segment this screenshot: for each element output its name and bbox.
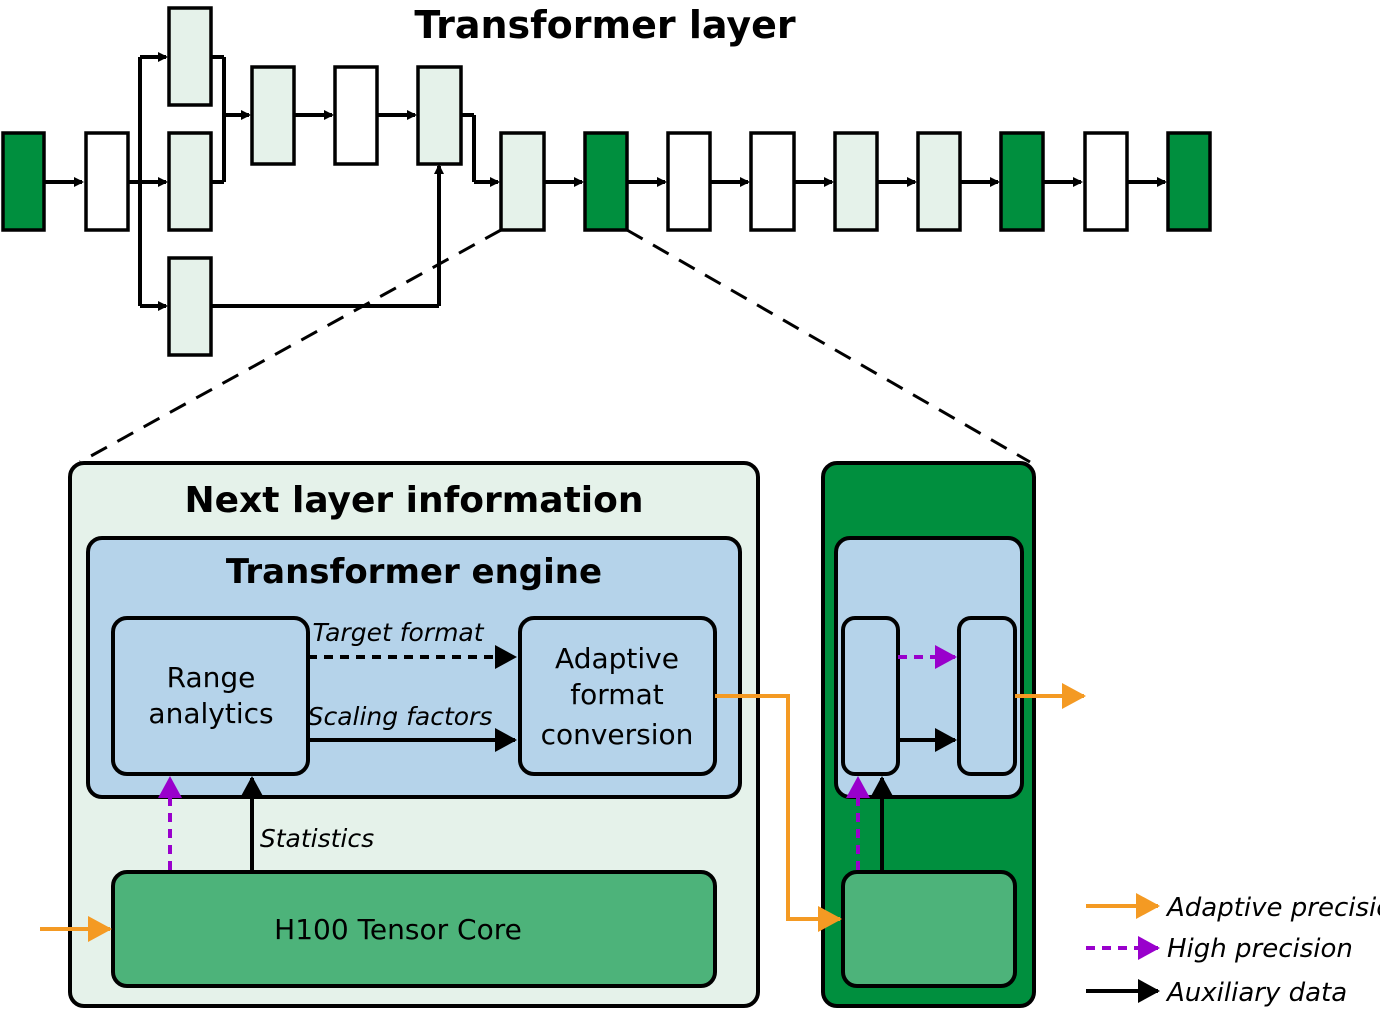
next-layer-info-title: Next layer information xyxy=(184,480,643,521)
pipeline-block xyxy=(167,256,213,357)
pipeline-block xyxy=(1,131,46,232)
zoom-lines xyxy=(79,228,1031,464)
transformer-engine-title: Transformer engine xyxy=(226,552,602,592)
pipeline-block xyxy=(999,131,1045,232)
next-layer-range-block xyxy=(841,616,900,776)
pipeline-block xyxy=(916,131,962,232)
next-layer-conversion-block xyxy=(957,616,1017,776)
statistics-label: Statistics xyxy=(260,824,374,853)
pipeline-block xyxy=(167,6,213,107)
conversion-line1: Adaptive xyxy=(555,642,679,675)
legend: Adaptive precision High precision Auxili… xyxy=(1086,893,1380,1008)
pipeline-connectors xyxy=(44,52,1167,311)
pipeline-block-zoomed-engine xyxy=(499,131,546,232)
range-analytics-line1: Range xyxy=(167,661,256,694)
pipeline-block xyxy=(833,131,879,232)
range-analytics-line2: analytics xyxy=(148,697,273,730)
pipeline-block xyxy=(666,131,712,232)
legend-high-label: High precision xyxy=(1167,934,1353,964)
diagram-title: Transformer layer xyxy=(414,3,796,47)
legend-auxiliary-label: Auxiliary data xyxy=(1165,978,1347,1008)
legend-adaptive-label: Adaptive precision xyxy=(1165,893,1380,923)
conversion-line3: conversion xyxy=(541,718,694,751)
pipeline-block-zoomed-core xyxy=(583,131,629,232)
h100-tensor-core-label: H100 Tensor Core xyxy=(274,913,522,946)
next-layer-tensor-core-block xyxy=(841,870,1017,988)
pipeline-block xyxy=(250,65,296,166)
h100-tensor-core-block xyxy=(111,870,717,988)
pipeline-blocks xyxy=(1,6,1212,357)
pipeline-block xyxy=(333,65,379,166)
adaptive-precision-path xyxy=(715,694,842,932)
pipeline-block xyxy=(416,65,463,166)
scaling-factors-label: Scaling factors xyxy=(308,702,493,731)
pipeline-block xyxy=(1083,131,1129,232)
target-format-label: Target format xyxy=(312,618,484,647)
pipeline-block xyxy=(84,131,130,232)
pipeline-block xyxy=(1166,131,1212,232)
conversion-line2: format xyxy=(570,678,663,711)
pipeline-block xyxy=(167,131,213,232)
range-analytics-block xyxy=(111,616,310,776)
pipeline-block xyxy=(749,131,796,232)
